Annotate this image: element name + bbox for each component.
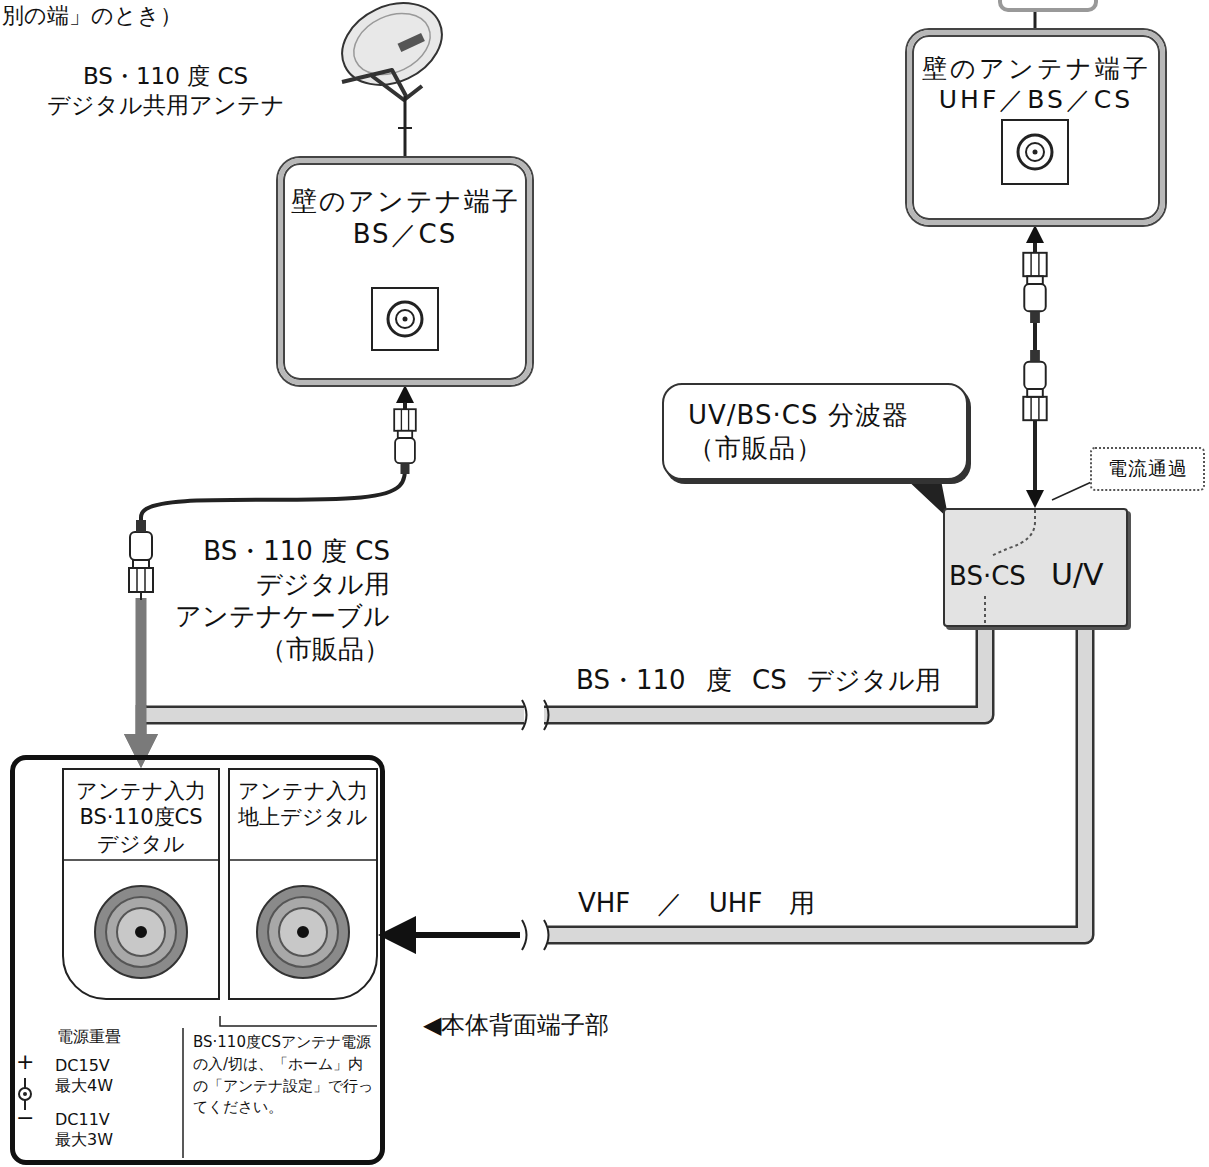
- inp-box: アンテナ入力 地上デジタル: [228, 768, 378, 1000]
- wall-terminal-socket: [388, 302, 422, 336]
- wall-terminal-socket: [372, 288, 438, 350]
- terminal-illustration: [268, 897, 338, 967]
- cable-break-mark: [522, 920, 549, 950]
- wall-terminal-socket: [396, 310, 414, 328]
- node-text: アンテナ入力 地上デジタル: [234, 778, 372, 831]
- terminal-illustration: [136, 927, 146, 937]
- node-text: 壁のアンテナ端子 UHF／BS／CS: [916, 53, 1156, 116]
- wall-terminal-socket: [403, 317, 408, 322]
- node-text: 壁のアンテナ端子 BS／CS: [287, 185, 523, 250]
- label-text: BS・110 度 CS デジタル共用アンテナ: [28, 62, 303, 120]
- node-text: UV/BS·CS 分波器 （市販品）: [688, 399, 942, 464]
- terminal-illustration: [220, 1016, 377, 1026]
- f-connector-plug: [129, 520, 153, 600]
- terminal-illustration: [228, 859, 378, 861]
- cable-line: [141, 403, 405, 522]
- text-holder: アンテナ入力 地上デジタル: [230, 770, 376, 998]
- text-holder: 電流通過: [1092, 449, 1203, 489]
- inp-box: アンテナ入力 BS·110度CS デジタル: [62, 768, 220, 1000]
- f-connector-plug: [1023, 350, 1046, 428]
- f-connector-plug: [394, 402, 416, 474]
- cable-label: VHF ／ UHF 用: [578, 887, 815, 920]
- f-connector-plug: [1023, 245, 1046, 323]
- terminal-illustration: [95, 886, 187, 978]
- text-holder: 壁のアンテナ端子 UHF／BS／CS: [912, 35, 1160, 220]
- node-text: アンテナ入力 BS·110度CS デジタル: [68, 778, 214, 857]
- label-text: −: [16, 1104, 34, 1132]
- terminal-illustration: [257, 886, 349, 978]
- wall-box-top-cut: [1034, 12, 1037, 30]
- cable-label: BS・110 度 CS デジタル用: [576, 664, 941, 697]
- terminal-illustration: [117, 908, 165, 956]
- wall-terminal-socket: [1026, 143, 1044, 161]
- wall-terminal-socket: [1018, 135, 1052, 169]
- terminal-illustration: [298, 927, 308, 937]
- dotted-box: 電流通過: [1090, 447, 1205, 491]
- antenna-cable: [416, 627, 1085, 935]
- satellite-dish: [329, 0, 455, 158]
- node-text: DC15V 最大4W: [55, 1056, 123, 1096]
- f-connector-plug: [129, 520, 153, 600]
- wall-box-top-cut: [1000, 0, 1096, 30]
- wall-box-top-cut: [1000, 0, 1096, 10]
- terminal-illustration: [95, 886, 187, 978]
- satellite-dish: [329, 0, 455, 100]
- callout-box: UV/BS·CS 分波器 （市販品）: [662, 383, 968, 480]
- terminal-illustration: [23, 1092, 27, 1096]
- cable-line: [136, 705, 147, 734]
- node-text: DC11V 最大3W: [55, 1110, 123, 1150]
- terminal-illustration: [257, 886, 349, 978]
- satellite-dish: [398, 127, 412, 129]
- cable-line: [548, 627, 1085, 935]
- antenna-cable: [141, 403, 405, 734]
- label-text: 別の端」のとき）: [2, 2, 182, 30]
- text-holder: アンテナ入力 BS·110度CS デジタル: [64, 770, 218, 998]
- wall-box: 壁のアンテナ端子 BS／CS: [278, 158, 532, 385]
- node-text: ◀本体背面端子部: [423, 1010, 609, 1040]
- terminal-illustration: [182, 1028, 184, 1158]
- satellite-dish: [342, 70, 422, 100]
- cable-line: [416, 932, 520, 938]
- cable-label: BS・110 度 CS デジタル用 アンテナケーブル （市販品）: [168, 535, 390, 665]
- cable-line: [548, 627, 1085, 935]
- terminal-illustration: [19, 1088, 31, 1100]
- wall-terminal-socket: [1002, 120, 1068, 184]
- cable-line: [136, 598, 147, 734]
- node-text: U/V: [1051, 556, 1104, 594]
- satellite-dish: [398, 33, 425, 52]
- node-text: 電源重畳: [57, 1027, 167, 1047]
- wall-terminal-socket: [372, 120, 1068, 350]
- wall-box: 壁のアンテナ端子 UHF／BS／CS: [907, 30, 1165, 225]
- text-holder: 壁のアンテナ端子 BS／CS: [283, 163, 527, 380]
- split-box: BS·CS U/V: [943, 508, 1128, 627]
- node-text: 電流通過: [1096, 457, 1199, 481]
- node-text: BS·CS: [949, 560, 1026, 593]
- terminal-illustration: [279, 908, 327, 956]
- f-connector-plug: [1023, 350, 1046, 428]
- panel-box: 電源重畳 DC15V 最大4W DC11V 最大3W BS·110度CSアンテナ電源の…: [10, 755, 385, 1165]
- node-text: BS·110度CSアンテナ電源の入/切は、「ホーム」内の「アンテナ設定」で行って…: [193, 1032, 375, 1119]
- wall-terminal-socket: [1033, 150, 1038, 155]
- terminal-illustration: [106, 897, 176, 967]
- cable-break-mark: [522, 700, 549, 950]
- label-text: +: [16, 1048, 34, 1076]
- terminal-illustration: [62, 859, 220, 861]
- cable-break-mark: [522, 700, 549, 730]
- text-holder: UV/BS·CS 分波器 （市販品）: [664, 385, 966, 478]
